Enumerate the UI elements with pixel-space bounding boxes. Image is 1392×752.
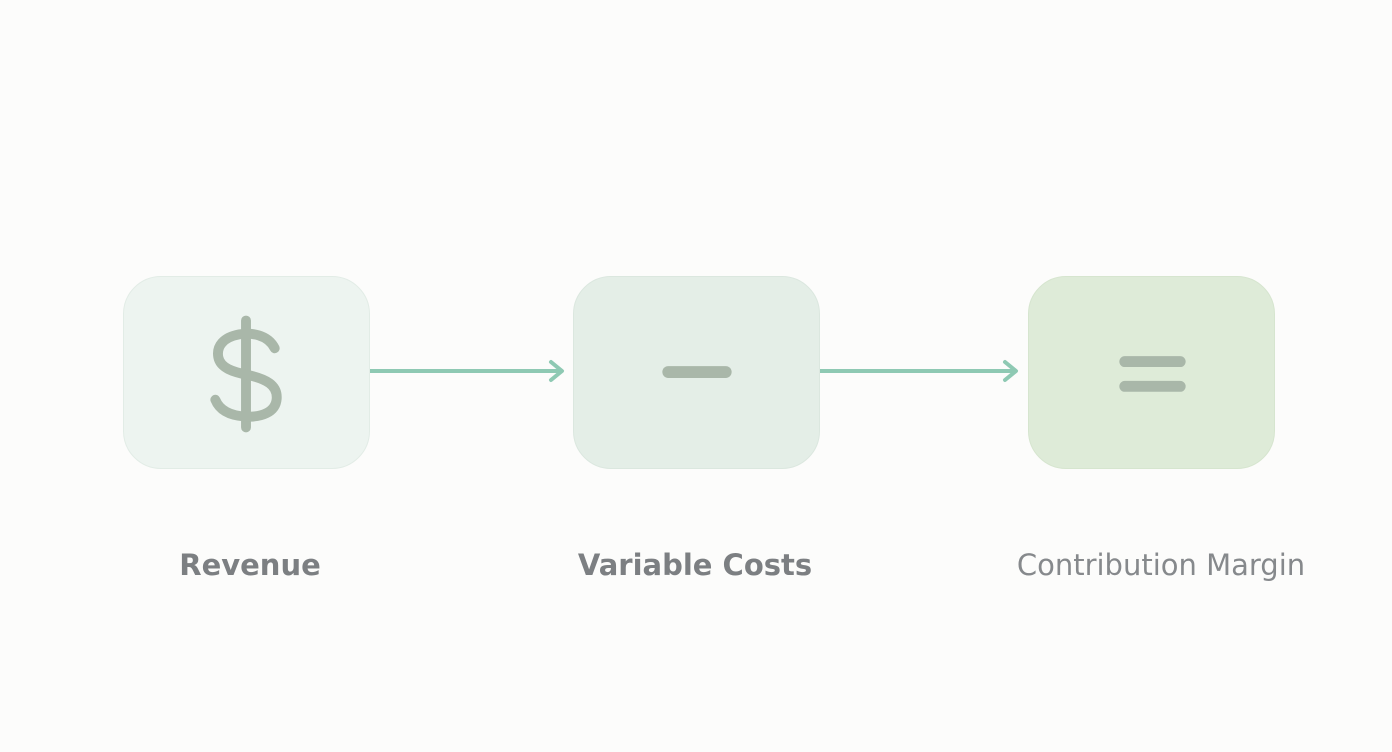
variable-costs-label: Variable Costs — [577, 548, 813, 582]
contribution-margin-box — [1028, 276, 1275, 469]
dollar-icon — [210, 315, 282, 433]
contribution-margin-label: Contribution Margin — [1016, 548, 1306, 582]
equals-icon — [1119, 356, 1186, 392]
variable-costs-box — [573, 276, 820, 469]
revenue-box — [123, 276, 370, 469]
revenue-label: Revenue — [179, 548, 321, 582]
minus-icon — [662, 366, 732, 378]
